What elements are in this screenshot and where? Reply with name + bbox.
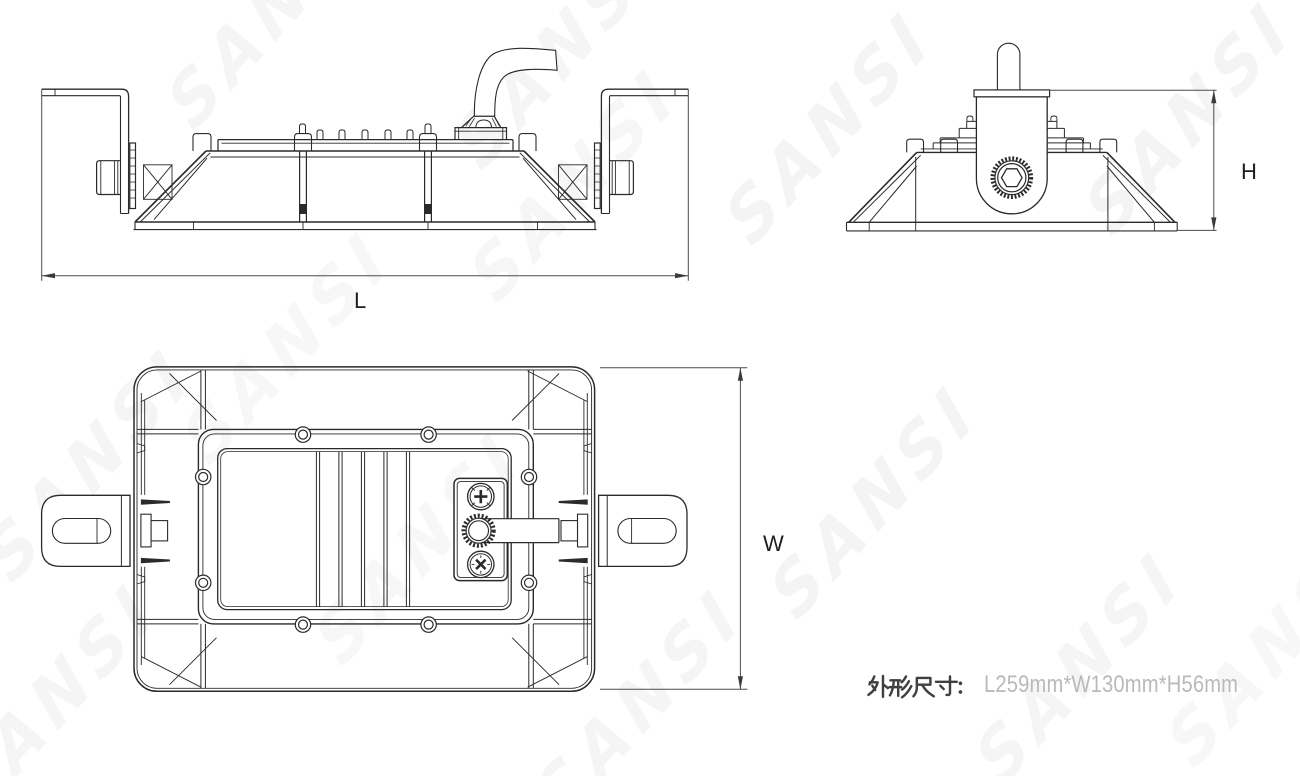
spec-label-glyphs — [867, 674, 963, 699]
front-left-bracket — [41, 88, 173, 215]
plan-cover-screws — [194, 426, 538, 633]
dim-label-L: L — [354, 288, 367, 313]
pole-post — [996, 42, 1021, 90]
glyph-wai — [867, 674, 890, 699]
glyph-chi — [912, 676, 936, 698]
front-right-bracket — [558, 88, 689, 215]
dim-label-W: W — [763, 531, 784, 556]
front-view — [41, 47, 689, 281]
cable — [473, 47, 558, 117]
front-body — [133, 123, 597, 231]
side-mounting-arm — [973, 42, 1051, 215]
front-dimension-L — [41, 89, 689, 281]
side-view — [845, 42, 1217, 232]
knob — [990, 156, 1034, 199]
plan-left-bracket — [40, 494, 170, 568]
plan-shell — [133, 366, 596, 693]
arm-outline — [975, 96, 1048, 215]
terminal-screw-top — [466, 482, 495, 511]
plan-view — [40, 366, 748, 693]
terminal-screw-bottom — [466, 550, 495, 579]
arm-cap — [973, 89, 1051, 98]
side-dimension-H — [1049, 89, 1217, 231]
plan-dimension-W — [600, 367, 748, 690]
plan-cable-gland — [461, 513, 496, 548]
plan-cable — [461, 513, 560, 548]
glyph-xing — [888, 675, 913, 699]
glyph-cun — [934, 675, 959, 697]
front-cable-gland — [454, 47, 558, 140]
plan-right-bracket — [558, 494, 688, 568]
dim-label-H: H — [1241, 159, 1257, 184]
plan-junction-box — [453, 477, 509, 582]
